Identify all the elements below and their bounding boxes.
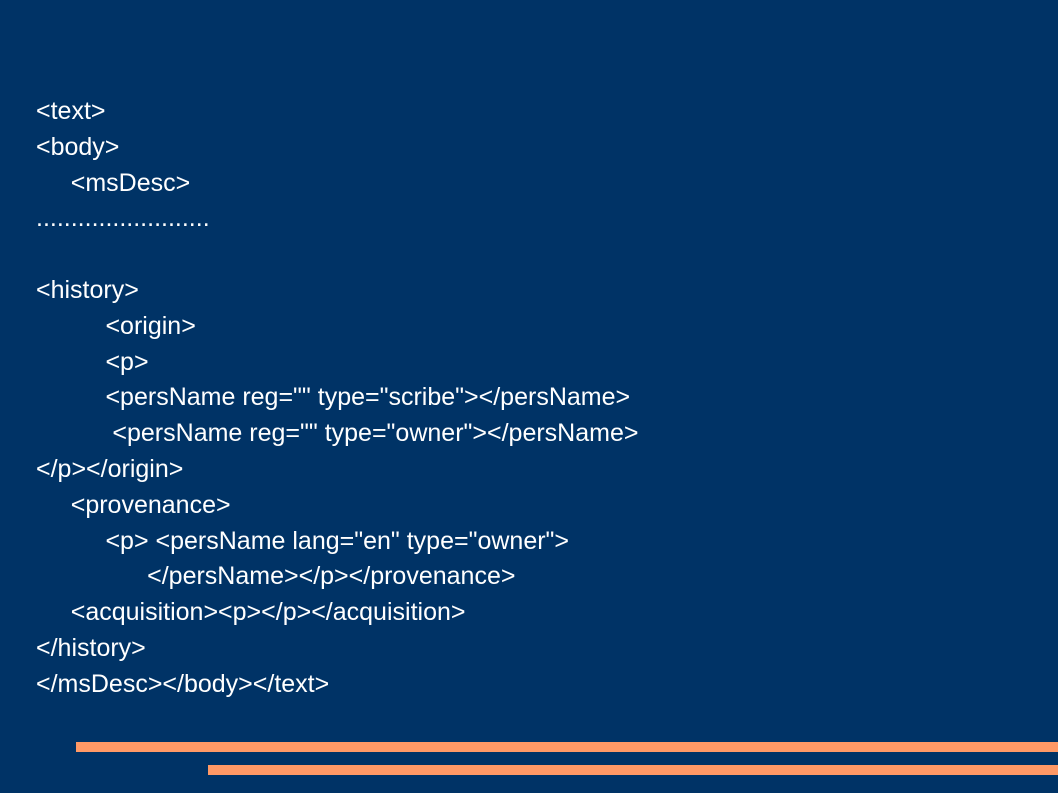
code-line-provenance-close: </persName></p></provenance> [36, 562, 516, 591]
code-line-provenance-open: <provenance> [36, 490, 231, 519]
code-line-origin-open: <origin> [36, 311, 196, 340]
code-line-closing-tags: </msDesc></body></text> [36, 669, 330, 698]
code-line-acquisition: <acquisition><p></p></acquisition> [36, 598, 466, 627]
slide-body-text: <text> <body> <msDesc> .................… [36, 94, 638, 703]
code-line-history-open: <history> [36, 275, 139, 304]
accent-bar-lower [208, 765, 1058, 775]
code-line-provenance-persname: <p> <persName lang="en" type="owner"> [36, 526, 570, 555]
code-line-ellipsis: ......................... [36, 204, 210, 233]
accent-bar-upper [76, 742, 1058, 752]
code-line-body-open: <body> [36, 132, 120, 161]
code-line-persname-owner: <persName reg="" type="owner"></persName… [36, 419, 639, 448]
code-line-persname-scribe: <persName reg="" type="scribe"></persNam… [36, 383, 631, 412]
code-line-origin-close: </p></origin> [36, 454, 184, 483]
code-line-msdesc-open: <msDesc> [36, 168, 191, 197]
code-line-text-open: <text> [36, 97, 106, 125]
code-line-blank [36, 237, 638, 273]
code-line-p-open: <p> [36, 347, 149, 376]
code-line-history-close: </history> [36, 633, 146, 662]
